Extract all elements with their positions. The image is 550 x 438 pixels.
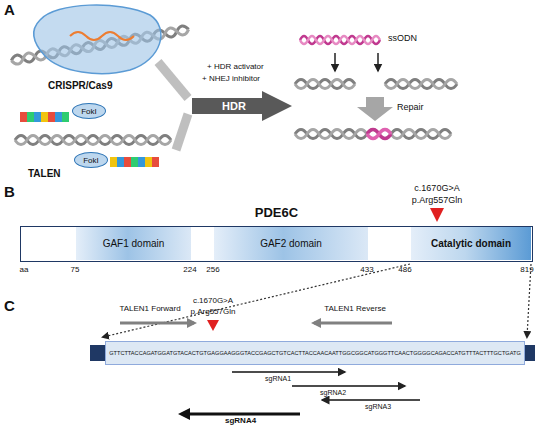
enzyme-label: FokI xyxy=(83,156,99,165)
condition-note: + NHEJ inhibitor xyxy=(202,75,260,84)
sgrna-name: sgRNA4 xyxy=(225,417,256,426)
tale-repeat xyxy=(27,112,34,122)
dna-strand xyxy=(295,80,355,89)
dna-strand xyxy=(295,80,355,89)
guide-rna xyxy=(70,32,134,40)
residue-number: 75 xyxy=(35,266,115,275)
method-name: TALEN xyxy=(28,168,61,179)
residue-number: 486 xyxy=(365,266,445,275)
tale-repeat xyxy=(110,157,117,167)
dna-strand xyxy=(15,136,171,145)
sgrna-name: sgRNA2 xyxy=(320,389,346,397)
variant-name: p.Arg557Gln xyxy=(173,308,253,317)
tale-repeat xyxy=(62,112,69,122)
tale-repeat xyxy=(152,157,159,167)
domain-name: Catalytic domain xyxy=(431,238,511,249)
ssodn-strand xyxy=(300,36,380,44)
zoom-line xyxy=(103,264,410,337)
edited-segment xyxy=(367,130,391,139)
talen-name: TALEN1 Reverse xyxy=(315,305,395,314)
panel-letter: C xyxy=(4,298,15,315)
tale-repeat xyxy=(124,157,131,167)
step-label: Repair xyxy=(397,103,424,113)
ssodn-strand xyxy=(300,36,380,44)
catalytic-domain: Catalytic domain xyxy=(411,227,531,260)
flow-arrow xyxy=(158,62,188,98)
sequence-box: GTTCTTACCAGATGGATGTACACTGTGAGGAAGGGTACCG… xyxy=(105,341,525,365)
dna-strand xyxy=(385,80,457,89)
protein-bar: PDE6CGAF1 domainGAF2 domainCatalytic dom… xyxy=(20,226,533,262)
repair-arrow xyxy=(357,97,393,121)
talen-arrow xyxy=(120,322,194,325)
tale-array xyxy=(20,112,69,122)
arrow-body xyxy=(192,91,292,121)
sgrna-name: sgRNA3 xyxy=(365,403,391,411)
tale-repeat xyxy=(41,112,48,122)
sgrna-name: sgRNA1 xyxy=(265,375,291,383)
edited-segment xyxy=(367,130,391,139)
condition-note: + HDR activator xyxy=(207,63,264,72)
mutation-marker xyxy=(207,320,219,331)
domain-name: GAF2 domain xyxy=(260,238,322,249)
step-label: HDR xyxy=(222,100,262,112)
tale-repeat xyxy=(117,157,124,167)
enzyme-label: FokI xyxy=(81,107,97,116)
foki-domain: FokI xyxy=(72,103,106,119)
tale-repeat xyxy=(48,112,55,122)
tale-repeat xyxy=(55,112,62,122)
tale-repeat xyxy=(131,157,138,167)
gaf-domain: GAF1 domain xyxy=(76,227,191,260)
insert-arrow xyxy=(377,53,379,71)
protein-name: PDE6C xyxy=(21,205,532,220)
gaf-domain: GAF2 domain xyxy=(214,227,368,260)
dna-strand xyxy=(385,80,457,89)
sgrna-arrow xyxy=(182,413,300,416)
flow-arrow xyxy=(176,114,188,150)
method-name: CRISPR/Cas9 xyxy=(48,80,112,91)
domain-name: GAF1 domain xyxy=(103,238,165,249)
variant-name: c.1670G>A xyxy=(397,184,477,194)
dna-sequence: GTTCTTACCAGATGGATGTACACTGTGAGGAAGGGTACCG… xyxy=(109,350,521,356)
sgrna-arrow xyxy=(292,385,405,387)
foki-domain: FokI xyxy=(74,152,108,168)
sgrna-arrow xyxy=(322,399,420,401)
talen-name: TALEN1 Forward xyxy=(110,305,190,314)
oligo-name: ssODN xyxy=(388,34,417,44)
dna-strand xyxy=(15,136,171,145)
variant-name: c.1670G>A xyxy=(173,297,253,306)
residue-number: aa xyxy=(0,266,64,275)
tale-repeat xyxy=(34,112,41,122)
panel-letter: A xyxy=(4,2,15,19)
zoom-line xyxy=(527,264,531,337)
tale-repeat xyxy=(145,157,152,167)
mutation-marker xyxy=(430,208,444,222)
dna-strand xyxy=(295,130,451,139)
residue-number: 433 xyxy=(327,266,407,275)
tale-repeat xyxy=(138,157,145,167)
hdr-arrow: HDR xyxy=(192,91,292,121)
residue-number: 256 xyxy=(173,266,253,275)
tale-repeat xyxy=(20,112,27,122)
cas9-protein xyxy=(34,5,161,74)
panel-letter: B xyxy=(4,184,15,201)
residue-number: 819 xyxy=(487,266,550,275)
dna-strand xyxy=(295,130,451,139)
tale-array xyxy=(110,157,159,167)
insert-arrow xyxy=(334,53,336,71)
talen-arrow xyxy=(314,322,392,325)
variant-name: p.Arg557Gln xyxy=(397,196,477,206)
sgrna-arrow xyxy=(232,371,345,373)
